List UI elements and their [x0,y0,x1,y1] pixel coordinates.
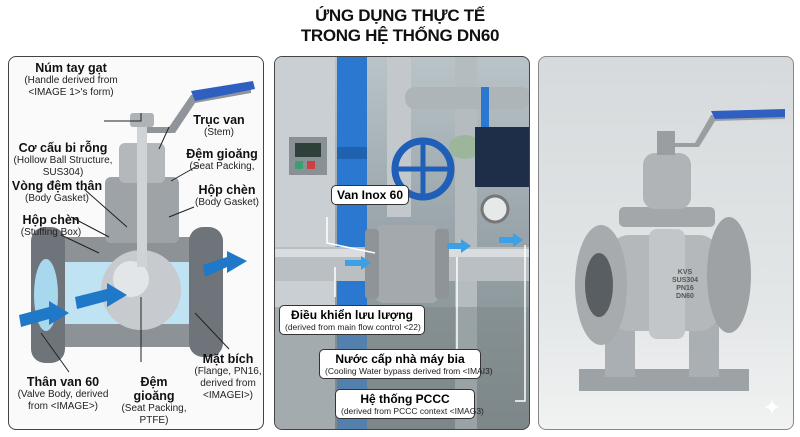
label-stuffing-box-right: Hộp chèn (Body Gasket) [195,183,259,208]
callout-fire-protection: Hệ thống PCCC (derived from PCCC context… [335,389,484,419]
label-seat-packing-bottom: Đệm gioăng (Seat Packing, PTFE) [121,375,187,426]
valve-markings: KVS SUS304 PN16 DN60 [671,269,699,300]
label-seat-packing-top: Đệm gioăng (Seat Packing, [186,147,258,172]
label-body-gasket: Vòng đệm thân (Body Gasket) [11,179,103,204]
valve-cutaway-illustration [19,81,255,373]
label-flange: Mặt bích (Flange, PN16, derived from <IM… [194,352,262,401]
callout-stainless-valve: Van Inox 60 [331,185,410,205]
sparkle-icon: ✦ [762,395,781,420]
callout-brewery-water: Nước cấp nhà máy bia (Cooling Water bypa… [319,349,493,379]
valve-product-illustration [575,109,785,391]
page-title: ỨNG DỤNG THỰC TẾ TRONG HỆ THỐNG DN60 [300,6,500,45]
callout-flow-control: Điều khiển lưu lượng (derived from main … [279,305,425,335]
product-photo-panel: KVS SUS304 PN16 DN60 ✦ [538,56,794,430]
installation-photo-panel: Van Inox 60 Điều khiển lưu lượng (derive… [274,56,530,430]
label-valve-body: Thân van 60 (Valve Body, derived from <I… [17,375,109,412]
label-handle: Núm tay gạt (Handle derived from <IMAGE … [24,61,118,98]
label-hollow-ball: Cơ cấu bi rỗng (Hollow Ball Structure, S… [13,141,113,178]
cutaway-diagram-panel: Núm tay gạt (Handle derived from <IMAGE … [8,56,264,430]
label-stem: Trục van (Stem) [193,113,245,138]
label-stuffing-box-left: Hộp chèn (Stuffing Box) [20,213,82,238]
